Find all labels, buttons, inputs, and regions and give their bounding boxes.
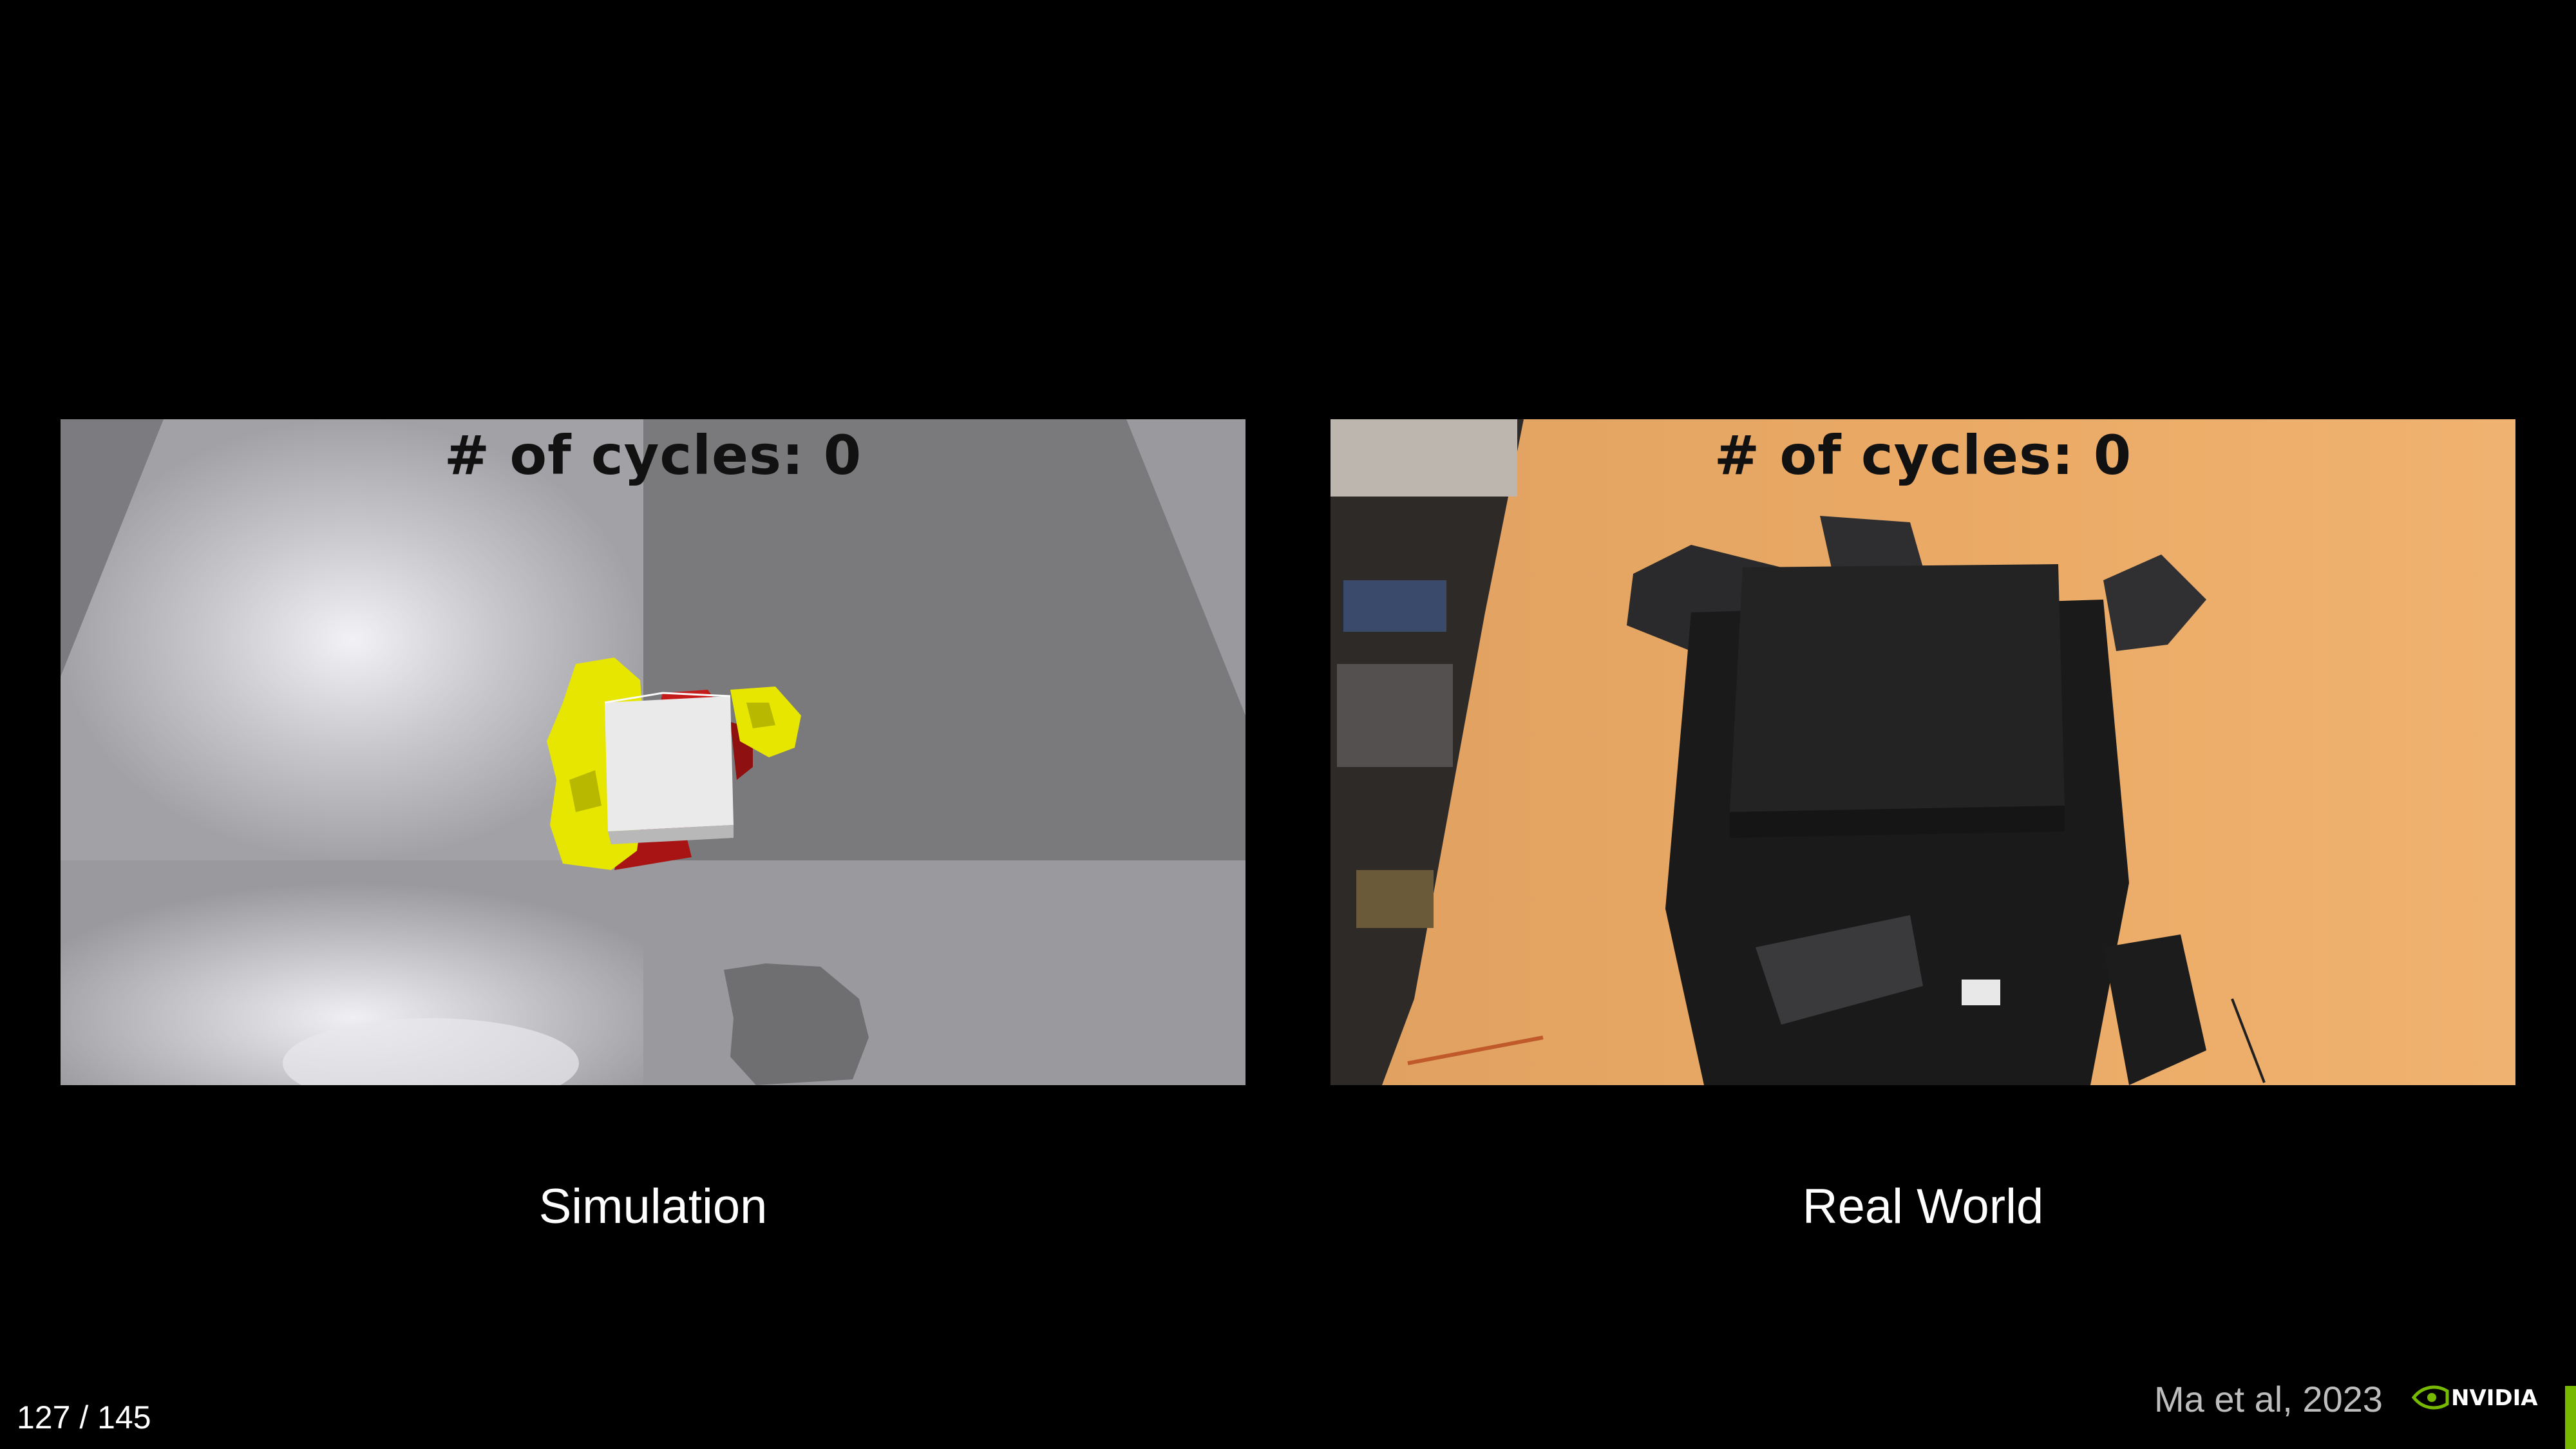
simulation-video-panel: # of cycles: 0 — [61, 419, 1245, 1085]
real-world-caption: Real World — [1802, 1179, 2044, 1234]
nvidia-wordmark: NVIDIA — [2451, 1385, 2538, 1411]
simulation-scene-image — [61, 419, 1245, 1085]
nvidia-logo-icon: NVIDIA — [2411, 1385, 2538, 1411]
brand-accent-bar — [2565, 1386, 2576, 1449]
citation-text: Ma et al, 2023 — [2154, 1379, 2383, 1419]
sim-robot-hand — [547, 658, 801, 870]
cycles-counter-overlay: # of cycles: 0 — [444, 424, 862, 487]
real-robot-hand — [1627, 516, 2266, 1085]
simulation-caption: Simulation — [538, 1179, 768, 1234]
cycles-counter-overlay: # of cycles: 0 — [1714, 424, 2132, 487]
page-counter: 127 / 145 — [17, 1399, 151, 1435]
real-world-scene-image — [1331, 419, 2515, 1085]
real-world-video-panel: # of cycles: 0 — [1331, 419, 2515, 1085]
